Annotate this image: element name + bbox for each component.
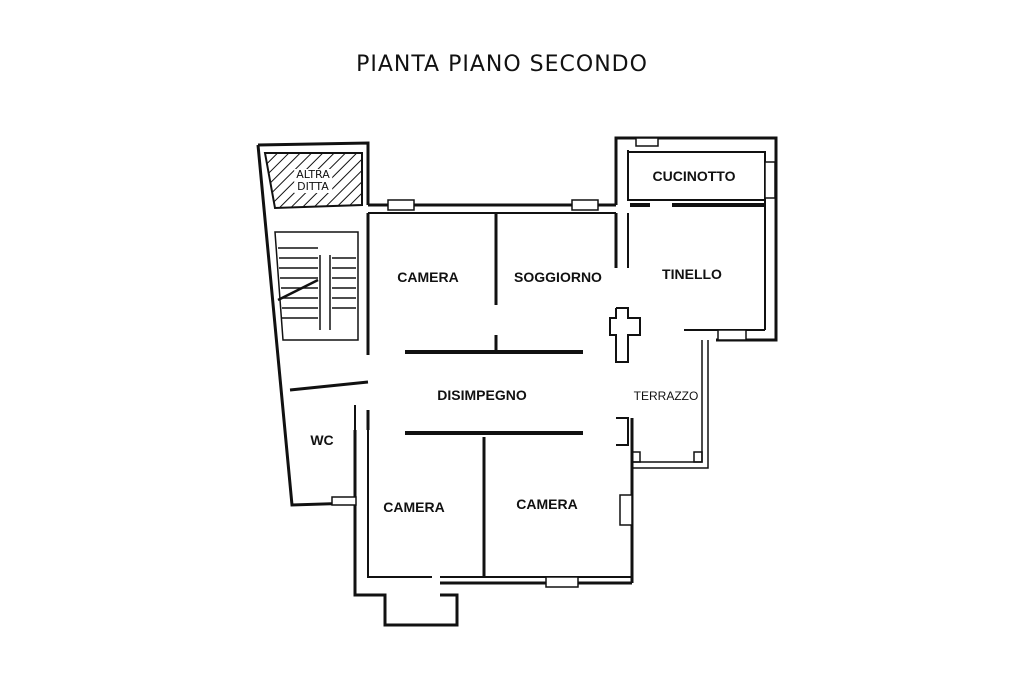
wall-wc-top bbox=[289, 380, 369, 392]
room-label-wc: WC bbox=[310, 432, 334, 448]
staircase bbox=[274, 231, 359, 341]
room-label-soggiorno: SOGGIORNO bbox=[514, 269, 602, 285]
window-tinello bbox=[717, 329, 747, 341]
altra-ditta-line2: DITTA bbox=[297, 180, 329, 193]
window-cucinotto-top bbox=[635, 137, 659, 147]
wall-bottom-left-inner bbox=[367, 430, 432, 578]
wall-left-block bbox=[257, 141, 370, 205]
room-label-camera-top: CAMERA bbox=[397, 269, 459, 285]
wall-bottom-left-room bbox=[353, 430, 459, 627]
window-cucinotto-right bbox=[764, 161, 776, 199]
room-label-camera-bottom-left: CAMERA bbox=[383, 499, 445, 515]
windows bbox=[331, 137, 776, 588]
interior-walls bbox=[289, 203, 765, 577]
window-camera-top bbox=[387, 199, 415, 211]
window-wc bbox=[331, 496, 357, 506]
page-title: PIANTA PIANO SECONDO bbox=[356, 52, 648, 77]
room-label-camera-bottom-right: CAMERA bbox=[516, 496, 578, 512]
room-label-terrazzo: TERRAZZO bbox=[633, 389, 699, 403]
window-camera-right bbox=[545, 576, 579, 588]
wall-right-lower-pier bbox=[616, 417, 629, 446]
terrazzo-outline bbox=[631, 340, 709, 469]
outer-walls bbox=[256, 136, 778, 627]
wall-pier bbox=[609, 307, 641, 363]
wall-right-kitchen bbox=[614, 136, 778, 342]
altra-ditta-line1: ALTRA bbox=[296, 168, 330, 181]
room-label-cucinotto: CUCINOTTO bbox=[652, 168, 736, 184]
window-soggiorno bbox=[571, 199, 599, 211]
room-label-tinello: TINELLO bbox=[662, 266, 722, 282]
altra-ditta-label: ALTRA DITTA bbox=[294, 169, 332, 193]
room-label-disimpegno: DISIMPEGNO bbox=[437, 387, 527, 403]
window-camera-side bbox=[619, 494, 633, 526]
